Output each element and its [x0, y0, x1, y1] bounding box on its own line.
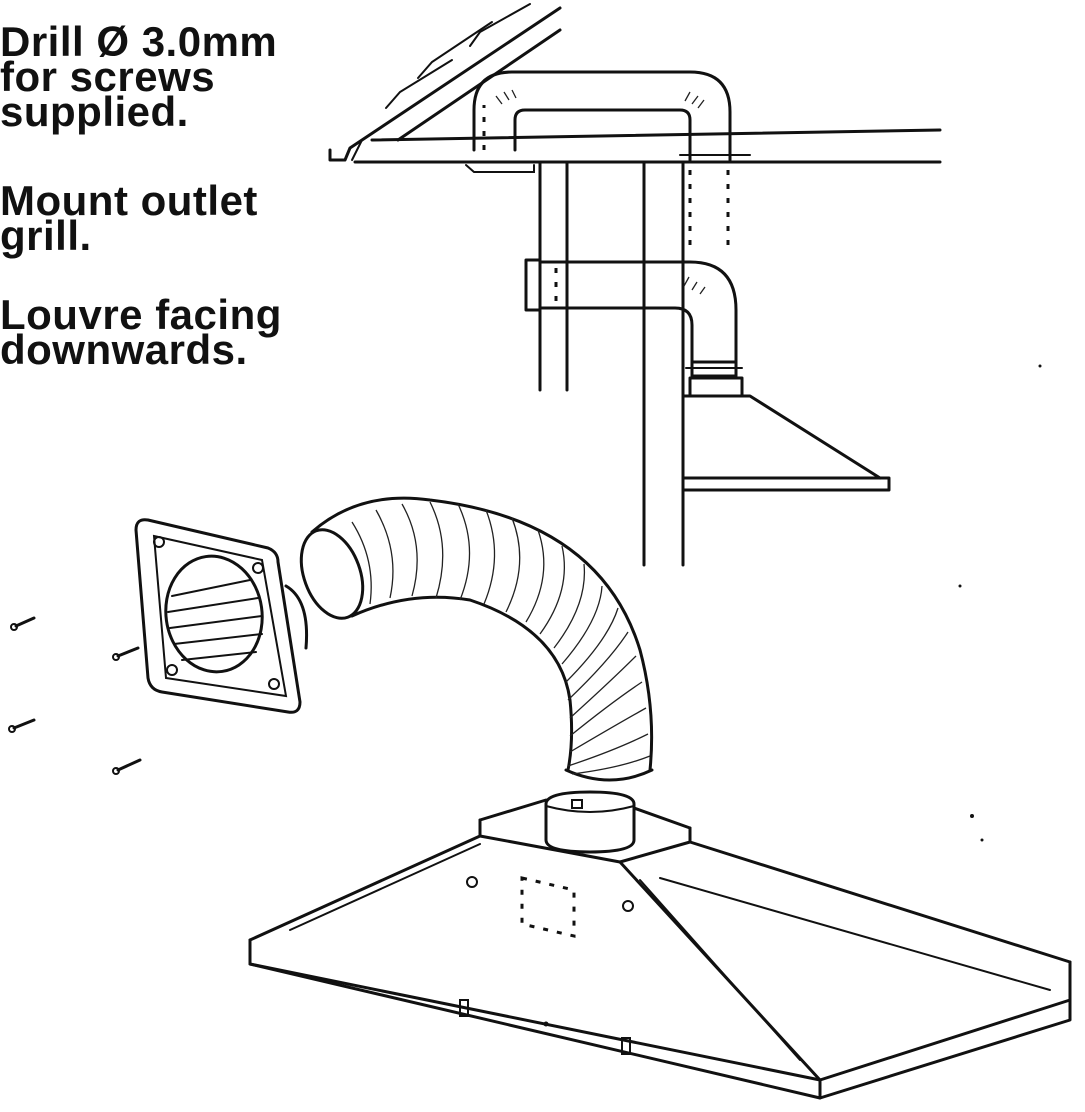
instruction-line: Mount outlet: [0, 177, 258, 224]
cooker-hood-icon: [681, 376, 891, 492]
instruction-line: for screws: [0, 53, 216, 100]
roof-eave-icon: [328, 3, 942, 173]
flexible-hose-icon: [299, 496, 654, 782]
instruction-mount: Mount outlet grill.: [0, 177, 258, 259]
duct-pipe-icon: [472, 70, 732, 162]
instruction-louvre: Louvre facing downwards.: [0, 291, 282, 373]
instruction-line: supplied.: [0, 88, 189, 135]
outlet-grill-icon: [134, 518, 309, 714]
cooker-hood-icon: [248, 790, 1072, 1100]
duct-pipe-icon: [524, 258, 743, 378]
instruction-line: downwards.: [0, 326, 248, 373]
instruction-line: Louvre facing: [0, 291, 282, 338]
instruction-line: Drill Ø 3.0mm: [0, 18, 278, 65]
instruction-drill: Drill Ø 3.0mm for screws supplied.: [0, 18, 278, 135]
scan-specks: [958, 364, 1042, 842]
instruction-line: grill.: [0, 212, 92, 259]
screw-icon: [8, 616, 142, 775]
